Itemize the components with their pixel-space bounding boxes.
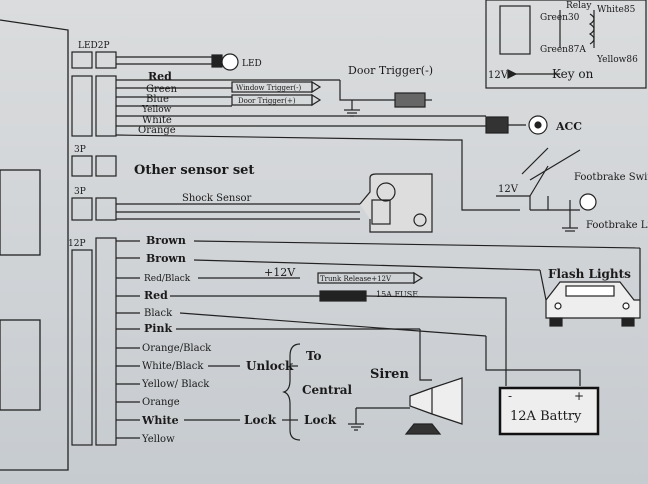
trunk-release-label: Trunk Release+12V [320, 275, 392, 283]
key-on-label: Key on [552, 67, 594, 81]
battery [498, 386, 600, 436]
relay-label: Relay [566, 1, 592, 11]
acc-label: ACC [555, 120, 582, 133]
battery-label: 12A Battry [510, 409, 582, 424]
relay-white85: White85 [597, 5, 636, 15]
led-label: LED [242, 59, 262, 69]
relay-12v: 12V [488, 70, 509, 81]
wire-label-white: White [142, 115, 172, 126]
window-trigger-label: Window Trigger(-) [236, 84, 302, 92]
footbrake-light-label: Footbrake Lig [586, 220, 648, 231]
wire-label-green: Green [146, 84, 178, 95]
relay-yellow86: Yellow86 [596, 55, 638, 65]
shock-sensor-label: Shock Sensor [182, 193, 252, 204]
lower-wires [116, 240, 641, 441]
wire12-label-4: Black [144, 308, 173, 319]
wire-label-blue: Blue [146, 94, 169, 105]
wire-label-red: Red [148, 70, 172, 83]
plus12v-label: +12V [264, 266, 296, 279]
door-trigger-pos-label: Door Trigger(+) [238, 97, 296, 105]
flash-lights-car [545, 281, 641, 327]
relay-box [485, 0, 647, 89]
other-sensor-label: Other sensor set [134, 163, 254, 178]
upper-wires [115, 79, 548, 211]
wire12-label-9: Orange [142, 397, 180, 408]
door-trigger-label: Door Trigger(-) [348, 64, 433, 77]
siren [404, 377, 463, 435]
connector-3p-a: 3P [74, 145, 86, 155]
control-unit [0, 19, 69, 471]
connector-led2p: LED2P [78, 41, 110, 51]
relay-green87a: Green87A [540, 45, 586, 55]
central-lock-label: Lock [304, 413, 337, 427]
battery-plus: + [574, 389, 584, 403]
wire12-label-5: Pink [144, 322, 172, 335]
flash-lights-label: Flash Lights [548, 267, 631, 281]
footbrake-switch-label: Footbrake Swit [574, 172, 648, 183]
central-label: Central [302, 383, 353, 397]
lock-label: Lock [244, 413, 277, 427]
wire12-label-7: White/Black [142, 361, 204, 372]
unlock-label: Unlock [246, 359, 294, 373]
shock-sensor [116, 173, 433, 233]
connector-12p: 12P [68, 239, 86, 249]
wire-label-orange: Orange [138, 125, 176, 136]
fuse-label: 15A FUSE [376, 290, 418, 299]
to-label: To [306, 349, 322, 363]
battery-minus: - [508, 389, 512, 403]
siren-label: Siren [370, 367, 409, 382]
footbrake [496, 147, 597, 232]
connector-3p-b: 3P [74, 187, 86, 197]
wire12-label-3: Red [144, 289, 168, 302]
wire12-label-1: Brown [146, 252, 186, 265]
relay-green30: Green30 [540, 13, 580, 23]
footbrake-12v: 12V [498, 184, 519, 195]
wire12-label-11: Yellow [141, 434, 175, 445]
wire12-label-6: Orange/Black [142, 343, 212, 354]
wire12-label-2: Red/Black [144, 274, 191, 284]
wire12-label-0: Brown [146, 234, 186, 247]
wire12-label-10: White [141, 414, 179, 427]
wire-label-yellow: Yellow [141, 105, 172, 115]
wire12-label-8: Yellow/ Black [141, 379, 210, 390]
led-wiring [116, 53, 239, 71]
